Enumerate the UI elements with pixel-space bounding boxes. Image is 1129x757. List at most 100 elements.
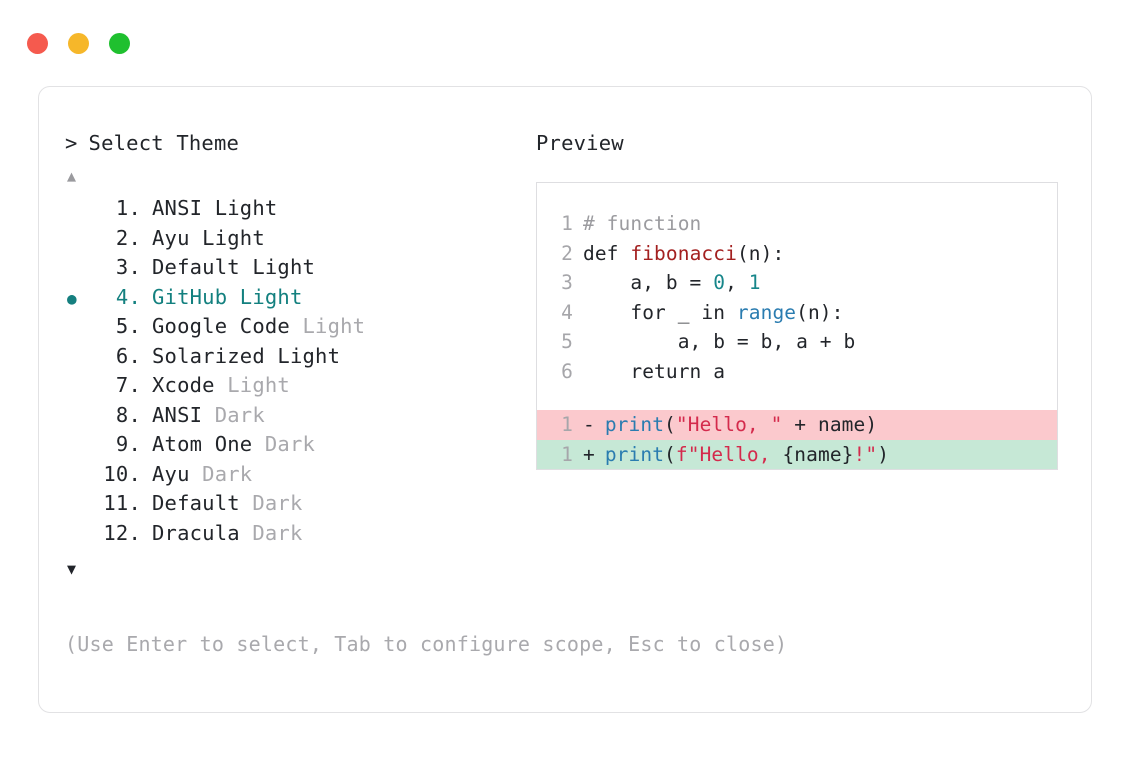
code-token: {name} xyxy=(782,442,854,466)
code-token: return a xyxy=(583,359,726,383)
line-number: 1 xyxy=(561,212,573,235)
theme-item-label: Ayu Light xyxy=(152,225,265,250)
theme-item-label: Dracula Dark xyxy=(152,520,303,545)
theme-list-item[interactable]: ● 4. GitHub Light xyxy=(65,285,525,315)
code-token: "Hello, " xyxy=(675,413,783,436)
line-number: 1 xyxy=(561,413,573,436)
code-token: f"Hello, xyxy=(675,442,783,466)
theme-item-label: Atom One Dark xyxy=(152,432,316,456)
code-token: def xyxy=(583,241,631,265)
code-token: ( xyxy=(664,413,676,436)
theme-item-variant: Light xyxy=(214,373,290,397)
theme-item-number: 6. xyxy=(115,343,141,368)
theme-list: 1. ANSI Light 2. Ayu Light 3.Default Light ● 4… xyxy=(65,196,525,550)
theme-item-variant: Dark xyxy=(239,491,303,515)
code-token: for _ in xyxy=(583,300,737,324)
scroll-up-arrow-icon[interactable]: ▲ xyxy=(67,167,77,185)
code-token: fibonacci xyxy=(630,241,737,265)
code-line: 1 # function xyxy=(537,209,1057,239)
line-number: 5 xyxy=(561,330,573,353)
theme-item-label: Default Light xyxy=(152,255,316,279)
theme-item-number: 1. xyxy=(115,196,141,220)
theme-picker-card: > Select Theme ▲ 1. ANSI Light 2. Ayu Light… xyxy=(38,86,1092,713)
theme-list-item[interactable]: 7. Xcode Light xyxy=(65,373,525,403)
theme-list-item[interactable]: 1. ANSI Light xyxy=(65,196,525,226)
code-token: # function xyxy=(583,212,702,235)
theme-item-number: 12. xyxy=(103,520,141,545)
code-token: range xyxy=(736,300,797,324)
theme-item-variant: Light xyxy=(289,314,366,338)
theme-item-number: 9. xyxy=(115,432,141,456)
theme-item-number: 11. xyxy=(103,491,141,515)
code-line: 4 for _ in range(n): xyxy=(537,298,1057,328)
diff-added-line: 1 + print(f"Hello, {name}!") xyxy=(537,439,1057,469)
diff-sign: - xyxy=(583,413,595,436)
code-token: 0 xyxy=(713,271,726,294)
theme-list-item[interactable]: 5. Google Code Light xyxy=(65,314,525,344)
theme-list-item[interactable]: 9. Atom One Dark xyxy=(65,432,525,462)
theme-item-label: Ayu Dark xyxy=(152,461,253,486)
maximize-icon[interactable] xyxy=(109,33,130,54)
code-line: 2 def fibonacci(n): xyxy=(537,239,1057,269)
theme-item-label: Xcode Light xyxy=(152,373,290,397)
preview-title: Preview xyxy=(536,131,624,155)
close-icon[interactable] xyxy=(27,33,48,54)
line-number: 6 xyxy=(561,359,573,383)
scroll-down-arrow-icon[interactable]: ▼ xyxy=(67,560,77,578)
code-token: (n): xyxy=(796,300,844,324)
theme-item-variant: Dark xyxy=(202,402,265,427)
keyboard-hint: (Use Enter to select, Tab to configure s… xyxy=(65,632,788,656)
theme-list-item[interactable]: 10. Ayu Dark xyxy=(65,462,525,492)
prompt-caret-icon: > xyxy=(65,131,78,155)
theme-selector-pane: > Select Theme ▲ 1. ANSI Light 2. Ayu Light… xyxy=(65,131,525,577)
theme-list-item[interactable]: 3.Default Light xyxy=(65,255,525,285)
theme-list-item[interactable]: 2. Ayu Light xyxy=(65,226,525,256)
code-token: ) xyxy=(877,442,890,466)
theme-item-number: 8. xyxy=(115,402,141,427)
line-number: 1 xyxy=(561,442,573,466)
code-token: 1 xyxy=(748,271,761,294)
code-blank-line xyxy=(537,386,1057,410)
theme-list-item[interactable]: 12. Dracula Dark xyxy=(65,521,525,551)
code-token: (n): xyxy=(736,241,785,265)
page-title: Select Theme xyxy=(88,131,240,155)
theme-item-variant: Dark xyxy=(252,432,316,456)
theme-list-item[interactable]: 11. Default Dark xyxy=(65,491,525,521)
theme-item-label: ANSI Light xyxy=(152,196,278,220)
code-token: a, b = b, a + b xyxy=(583,330,856,353)
theme-item-number: 7. xyxy=(115,373,141,397)
code-token: , xyxy=(725,271,749,294)
code-token: ( xyxy=(664,442,676,466)
theme-list-item[interactable]: 8. ANSI Dark xyxy=(65,403,525,433)
theme-list-item[interactable]: 6. Solarized Light xyxy=(65,344,525,374)
selected-bullet-icon: ● xyxy=(67,288,77,308)
theme-item-number: 4. xyxy=(115,284,141,309)
code-token: !" xyxy=(853,442,878,466)
code-token: print xyxy=(604,413,665,436)
line-number: 4 xyxy=(561,300,573,324)
theme-item-label: Default Dark xyxy=(152,491,303,515)
diff-sign: + xyxy=(583,442,595,466)
theme-item-label: GitHub Light xyxy=(152,284,303,309)
theme-item-number: 2. xyxy=(115,225,141,250)
line-number: 2 xyxy=(561,241,573,265)
code-token: a, b = xyxy=(583,271,714,294)
code-line: 5 a, b = b, a + b xyxy=(537,327,1057,357)
diff-removed-line: 1-print("Hello, " + name) xyxy=(537,410,1057,440)
code-line: 6 return a xyxy=(537,357,1057,387)
minimize-icon[interactable] xyxy=(68,33,89,54)
theme-item-label: ANSI Dark xyxy=(152,402,265,427)
theme-item-variant: Dark xyxy=(239,520,303,545)
code-token: print xyxy=(604,442,665,466)
prompt-header: > Select Theme xyxy=(65,131,525,155)
theme-item-number: 5. xyxy=(115,314,141,338)
code-line: 3 a, b = 0, 1 xyxy=(537,268,1057,298)
theme-item-label: Solarized Light xyxy=(152,343,341,368)
theme-item-number: 10. xyxy=(103,461,141,486)
theme-item-label: Google Code Light xyxy=(152,314,366,338)
theme-item-variant: Dark xyxy=(189,461,253,486)
